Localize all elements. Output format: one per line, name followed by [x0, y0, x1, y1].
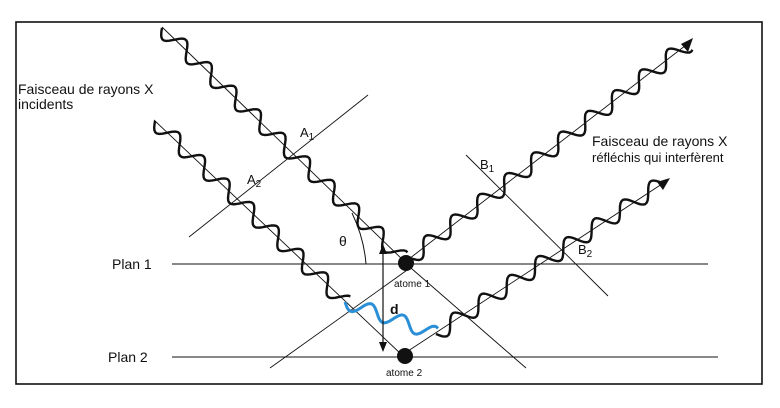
point-a1-label: A1: [300, 125, 315, 143]
path-difference-highlight: [343, 301, 440, 336]
atom-2-label: atome 2: [386, 368, 423, 379]
incident-beam-label-line2: incidents: [18, 96, 74, 112]
reflected-beam-label-line2: réfléchis qui interfèrent: [592, 150, 724, 165]
incident-beam-label-line1: Faisceau de rayons X: [18, 81, 154, 97]
normal-line-left: [269, 267, 411, 369]
incident-wave-1: [160, 27, 409, 254]
arrowhead-reflected-2: [657, 178, 670, 190]
spacing-d-label: d: [390, 301, 399, 317]
point-a1-index: 1: [308, 132, 315, 143]
angle-arc: [351, 212, 367, 265]
atom-1: [398, 255, 414, 271]
incident-wavefront-a1-a2: [188, 94, 369, 238]
arrowhead-reflected-1: [681, 38, 693, 52]
point-b1-label: B1: [480, 157, 495, 175]
frame-border: [15, 21, 763, 385]
plane-2-label: Plan 2: [108, 349, 148, 365]
ray-axis-1-reflected: [404, 41, 691, 263]
point-b2-index: 2: [586, 249, 593, 260]
spacing-arrow-head-top: [379, 244, 387, 254]
spacing-arrow-head-bottom: [379, 342, 387, 352]
reflected-wave-2: [435, 179, 667, 338]
reflected-beam-label-line1: Faisceau de rayons X: [592, 133, 728, 149]
angle-theta-label: θ: [339, 233, 347, 249]
point-b1-index: 1: [488, 164, 495, 175]
ray-axis-1-incident: [161, 26, 406, 263]
atom-1-label: atome 1: [394, 279, 431, 290]
point-a2-label: A2: [247, 172, 262, 190]
reflected-wavefront-b1-b2: [465, 154, 609, 297]
reflected-wave-1: [409, 47, 694, 262]
atom-2: [397, 348, 413, 364]
plane-1-label: Plan 1: [112, 256, 152, 272]
incident-wave-2: [153, 120, 351, 300]
point-a2-index: 2: [255, 179, 262, 190]
point-b2-label: B2: [578, 242, 593, 260]
